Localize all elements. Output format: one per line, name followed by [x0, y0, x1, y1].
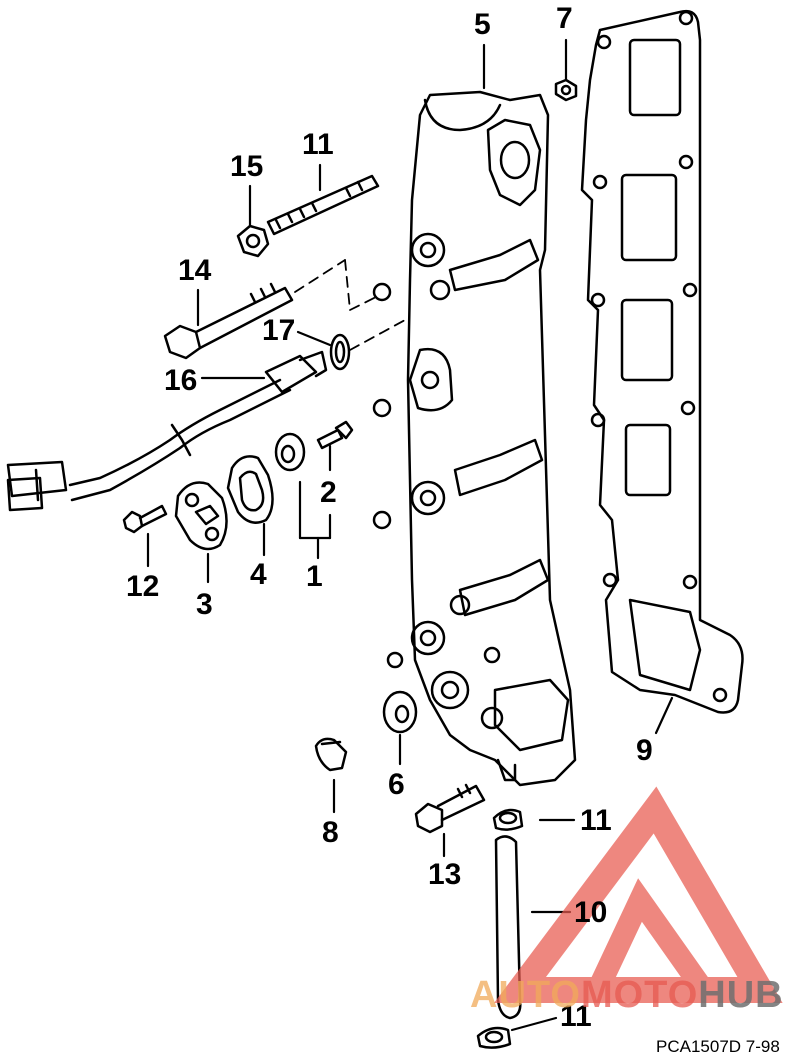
- callout-14: 13: [428, 858, 462, 891]
- temperature-sensor-part-17: [6, 350, 328, 512]
- watermark-hub: HUB: [698, 974, 784, 1016]
- watermark-auto: AUTO: [470, 974, 581, 1016]
- gasket-part: [580, 9, 744, 714]
- stud-part-12: [266, 174, 380, 236]
- watermark-logo: [494, 786, 783, 1003]
- clamp-part-11-bottom: [476, 1026, 512, 1049]
- figure-code: PCA1507D 7-98: [656, 1037, 780, 1056]
- clamp-part-11-top: [492, 808, 524, 831]
- small-gasket-part-4: [226, 455, 274, 524]
- nut-part-7: [554, 78, 578, 102]
- callout-18: 17: [262, 314, 296, 347]
- watermark-moto: MOTO: [580, 974, 699, 1016]
- cover-part-3: [174, 481, 228, 551]
- callout-3: 3: [196, 588, 213, 621]
- leader-lines: [146, 38, 674, 1032]
- washer-part-6: [382, 690, 418, 734]
- grommet-part-1: [274, 432, 306, 472]
- callout-8: 8: [322, 816, 339, 849]
- callout-13: 12: [126, 570, 160, 603]
- callout-11-top: 11: [580, 804, 612, 837]
- callout-7: 7: [556, 2, 573, 35]
- callout-10: 10: [574, 896, 608, 929]
- hose-part-10: [494, 835, 522, 1020]
- callout-5: 5: [474, 8, 491, 41]
- callout-6: 6: [388, 768, 405, 801]
- alignment-lines: [294, 259, 406, 351]
- callout-4: 4: [250, 558, 267, 591]
- callout-11-bottom: 11: [560, 1000, 592, 1033]
- bolt-part-14: [414, 783, 486, 834]
- callout-15: 14: [178, 254, 212, 287]
- callout-9: 9: [636, 734, 653, 767]
- screw-part-2: [316, 420, 354, 450]
- watermark-text: AUTOMOTOHUB: [470, 976, 784, 1014]
- bolt-part-15: [163, 282, 294, 360]
- callout-1: 1: [306, 560, 323, 593]
- screw-part-13: [122, 504, 168, 534]
- callout-12: 11: [302, 128, 334, 161]
- plug-part-8: [314, 737, 348, 772]
- callout-17: 16: [164, 364, 198, 397]
- nut-part-16: [236, 224, 270, 258]
- callout-2: 2: [320, 476, 337, 509]
- callout-16: 15: [230, 150, 264, 183]
- exhaust-manifold-part: [372, 90, 577, 787]
- o-ring-part-18: [329, 333, 351, 371]
